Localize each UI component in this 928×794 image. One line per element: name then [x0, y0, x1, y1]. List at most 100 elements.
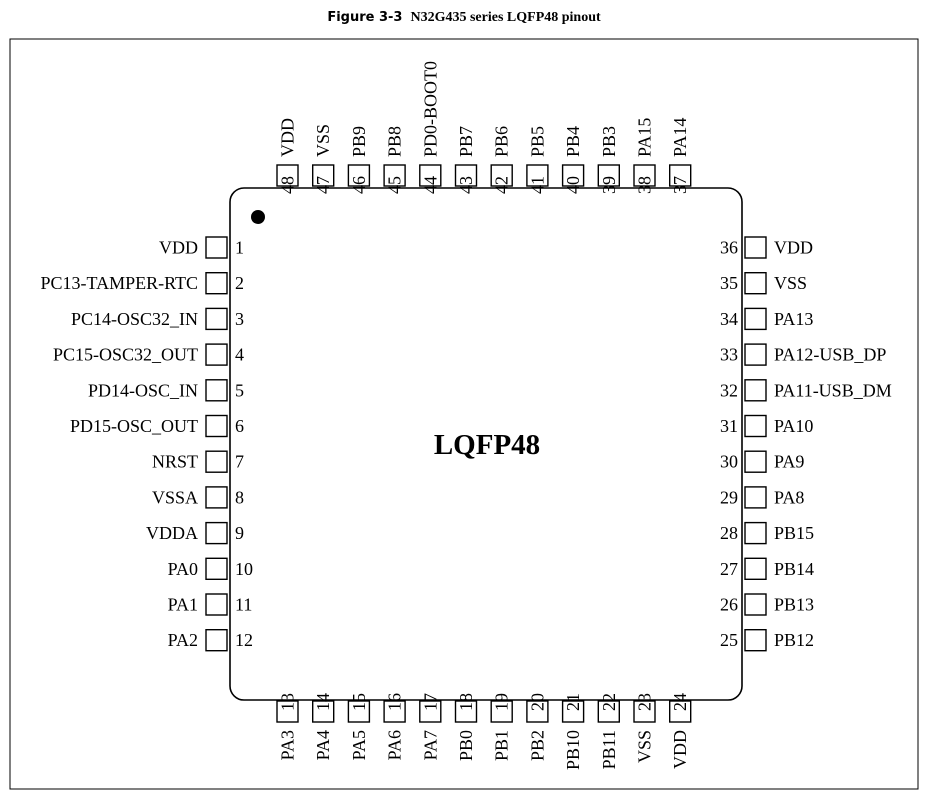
pin-label-pb9: PB9	[349, 126, 369, 157]
pin-number: 37	[670, 176, 690, 194]
pin-number: 9	[235, 523, 244, 543]
pin-pad	[205, 486, 228, 509]
pin-pad	[312, 700, 335, 723]
pin-number: 21	[563, 693, 583, 711]
pin-pad	[490, 164, 513, 187]
figure-number: Figure 3-3	[327, 10, 402, 25]
pin-number: 48	[278, 176, 298, 194]
pin-pad	[490, 700, 513, 723]
pin-pad	[526, 700, 549, 723]
pin-number: 27	[720, 559, 738, 579]
pin-number: 10	[235, 559, 253, 579]
pin-number: 24	[670, 693, 690, 711]
package-name: LQFP48	[434, 429, 540, 461]
pin-25: 25 PB12	[720, 629, 814, 652]
pin-label-pa8: PA8	[774, 487, 804, 507]
pin-number: 22	[599, 693, 619, 711]
pin-number: 32	[720, 380, 738, 400]
pin-48: 48 VDD	[276, 118, 299, 194]
pin-pad	[669, 164, 692, 187]
pin-pad	[561, 700, 585, 723]
pin-label-pb11: PB11	[599, 730, 619, 769]
pin-label-pa0: PA0	[168, 559, 198, 579]
pin-number: 39	[599, 176, 619, 194]
pin-label-pa4: PA4	[313, 730, 333, 760]
pin-pad	[744, 557, 767, 580]
pin-pad	[383, 700, 406, 723]
pin-label-vdd: VDD	[278, 118, 298, 157]
pin-number: 12	[235, 630, 253, 650]
pin-label-vss: VSS	[313, 124, 333, 157]
pin-label-pb8: PB8	[385, 126, 405, 157]
pin-number: 3	[235, 309, 244, 329]
pin-45: 45 PB8	[383, 126, 406, 194]
pin-label-pa7: PA7	[420, 730, 440, 760]
pin-pad	[526, 164, 549, 187]
pin-number: 1	[235, 238, 244, 258]
pin-number: 17	[420, 693, 440, 711]
pin-label-pd15-osc-out: PD15-OSC_OUT	[70, 416, 198, 436]
pin-pad	[744, 450, 767, 473]
pin-pad	[744, 629, 767, 652]
pin-pad	[669, 700, 692, 723]
pin-label-pa12-usb-dp: PA12-USB_DP	[774, 345, 886, 365]
pin-label-pb13: PB13	[774, 595, 814, 615]
pin-pad	[744, 521, 767, 545]
pin-label-pa6: PA6	[385, 730, 405, 760]
pin-number: 13	[278, 693, 298, 711]
pin-group: 1VDD2PC13-TAMPER-RTC3PC14-OSC32_IN4PC15-…	[41, 61, 892, 770]
pin-pad	[454, 700, 478, 723]
pin-pad	[347, 164, 371, 187]
chip-body	[229, 187, 743, 701]
pin-pad	[312, 164, 335, 187]
pin-number: 45	[385, 176, 405, 194]
pin-label-pb12: PB12	[774, 630, 814, 650]
figure-caption: Figure 3-3 N32G435 series LQFP48 pinout	[327, 8, 601, 25]
pin-pad	[205, 414, 228, 438]
pin-label-pb10: PB10	[563, 730, 583, 770]
pin-pad	[597, 164, 620, 187]
pin-number: 44	[420, 176, 440, 194]
pin-pad	[205, 379, 228, 402]
pin-number: 41	[527, 176, 547, 194]
pin-pad	[347, 700, 371, 723]
pin-label-pa14: PA14	[670, 118, 690, 157]
pin-label-pc14-osc32-in: PC14-OSC32_IN	[71, 309, 198, 329]
pin-label-pd14-osc-in: PD14-OSC_IN	[88, 380, 198, 400]
pin-label-pc15-osc32-out: PC15-OSC32_OUT	[53, 345, 198, 365]
pin-label-vdda: VDDA	[146, 523, 198, 543]
pin-pad	[597, 700, 620, 723]
pin-pad	[276, 164, 299, 187]
pin-number: 28	[720, 523, 738, 543]
pin-number: 25	[720, 630, 738, 650]
pin-number: 8	[235, 487, 244, 507]
pin-pad	[205, 593, 228, 616]
pin-pad	[383, 164, 406, 187]
pin-pad	[454, 164, 478, 187]
pin-label-pb4: PB4	[563, 126, 583, 157]
pin-number: 30	[720, 452, 738, 472]
pin-label-vssa: VSSA	[152, 487, 198, 507]
pin-number: 47	[313, 176, 333, 194]
pin-number: 43	[456, 176, 476, 194]
pin-9: 9 VDDA	[146, 521, 244, 545]
pin-label-vdd: VDD	[774, 238, 813, 258]
pin-label-vss: VSS	[774, 273, 807, 293]
pin1-marker	[251, 210, 265, 224]
pin-number: 14	[313, 693, 333, 711]
